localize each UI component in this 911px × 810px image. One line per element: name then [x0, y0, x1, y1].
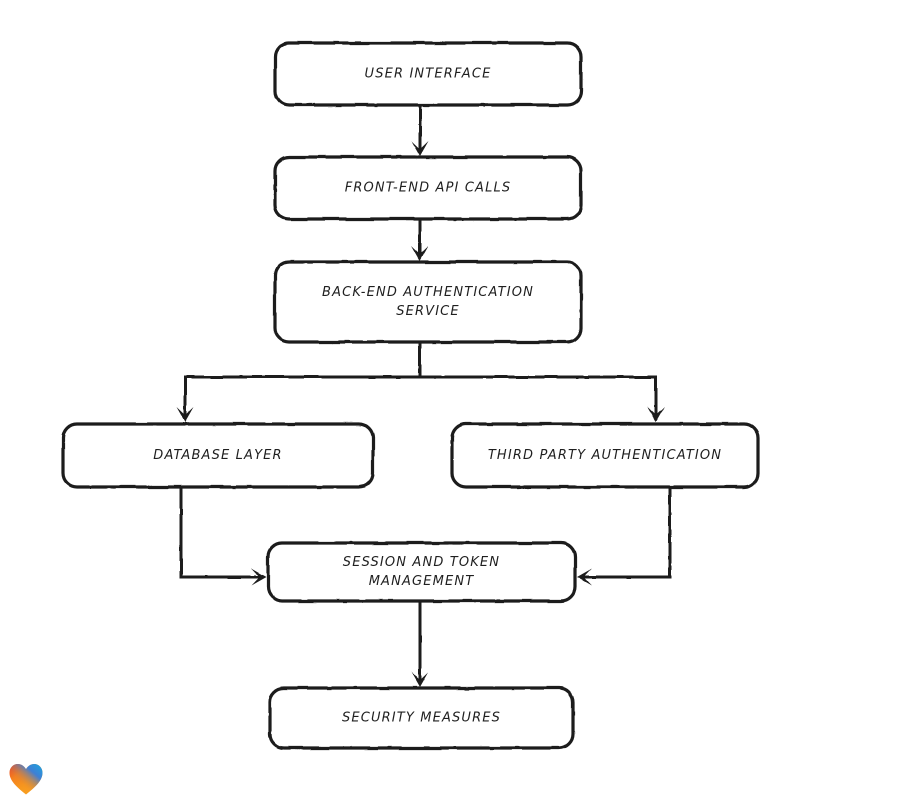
node-front-end-api-calls[interactable]: FRONT-END API CALLS — [273, 155, 583, 221]
node-label: FRONT-END API CALLS — [345, 181, 512, 196]
node-label: SECURITY MEASURES — [342, 711, 501, 726]
node-label: SERVICE — [396, 304, 460, 319]
node-label: DATABASE LAYER — [153, 448, 282, 463]
edge-backend-to-third-party — [418, 342, 665, 422]
node-label: BACK-END AUTHENTICATION — [322, 285, 534, 300]
arrow-head-icon — [251, 568, 266, 586]
node-label: SESSION AND TOKEN — [343, 555, 500, 570]
node-user-interface[interactable]: USER INTERFACE — [273, 41, 583, 107]
edge-line — [418, 342, 658, 416]
node-box[interactable] — [450, 422, 760, 489]
edge-third-party-to-session — [577, 487, 672, 586]
node-session-and-token-management[interactable]: SESSION AND TOKEN MANAGEMENT — [266, 541, 577, 603]
node-box[interactable] — [273, 260, 583, 344]
node-label: THIRD PARTY AUTHENTICATION — [488, 448, 722, 463]
arrow-head-icon — [577, 568, 592, 586]
edge-backend-to-database — [176, 342, 422, 422]
node-database-layer[interactable]: DATABASE LAYER — [61, 422, 375, 489]
edge-ui-to-api — [411, 105, 429, 156]
node-box[interactable] — [266, 541, 577, 603]
heart-icon — [8, 762, 44, 796]
node-box[interactable] — [273, 41, 583, 107]
edge-line — [183, 342, 422, 416]
arrow-head-icon — [411, 672, 429, 687]
node-label: USER INTERFACE — [365, 67, 492, 82]
arrow-head-icon — [647, 407, 665, 422]
edge-line — [583, 487, 672, 579]
edge-session-to-security — [411, 601, 429, 687]
edge-line — [179, 487, 260, 579]
edges-layer — [176, 105, 672, 687]
node-box[interactable] — [268, 686, 575, 750]
node-box[interactable] — [61, 422, 375, 489]
arrow-head-icon — [411, 141, 429, 156]
node-back-end-authentication-service[interactable]: BACK-END AUTHENTICATION SERVICE — [273, 260, 583, 344]
arrow-head-icon — [176, 407, 194, 422]
node-third-party-authentication[interactable]: THIRD PARTY AUTHENTICATION — [450, 422, 760, 489]
arrow-head-icon — [411, 246, 429, 261]
nodes-layer: USER INTERFACE FRONT-END API CALLS BACK-EN… — [61, 41, 760, 750]
edge-api-to-backend — [411, 219, 429, 261]
node-box[interactable] — [273, 155, 583, 221]
edge-database-to-session — [179, 487, 266, 586]
node-label: MANAGEMENT — [369, 574, 475, 589]
node-security-measures[interactable]: SECURITY MEASURES — [268, 686, 575, 750]
